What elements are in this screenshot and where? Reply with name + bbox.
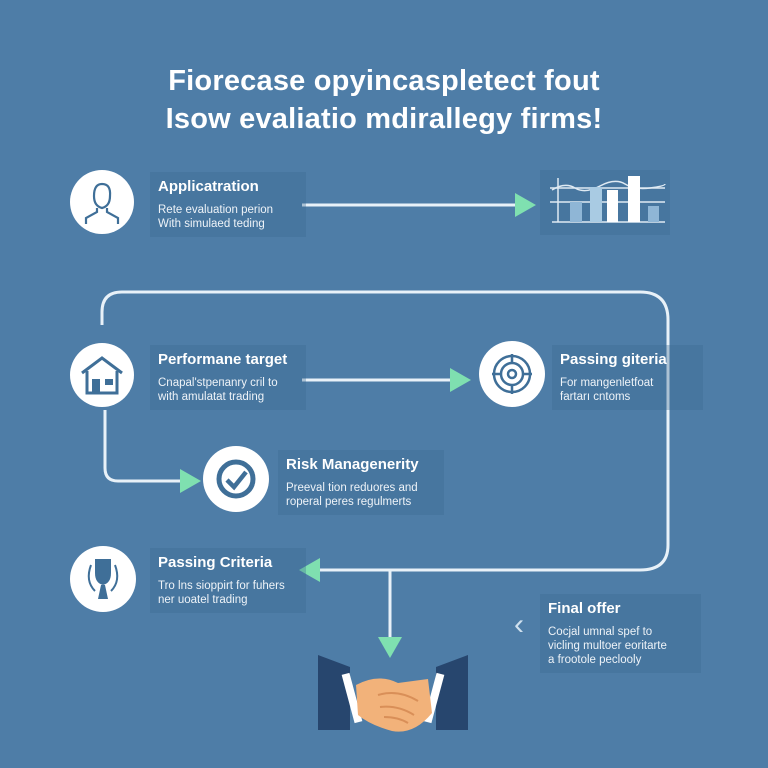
step-title: Risk Managenerity xyxy=(286,456,419,473)
step-desc: Tro lns sioppirt for fuhers xyxy=(158,580,285,592)
step-title: Passing giteria xyxy=(560,351,667,368)
bar-chart-icon xyxy=(540,170,670,235)
step-desc: roperal peres regulmerts xyxy=(286,496,412,508)
step-desc: Preeval tion reduores and xyxy=(286,482,418,494)
arrow-to-risk xyxy=(103,410,201,493)
step-title: Final offer xyxy=(548,600,621,617)
person-icon xyxy=(70,170,134,234)
step-title: Applicatration xyxy=(158,178,259,195)
title: Fiorecase opyincaspletect fout Isow eval… xyxy=(0,62,768,138)
handshake-icon xyxy=(318,655,468,745)
target-icon xyxy=(479,341,545,407)
trophy-icon xyxy=(70,546,136,612)
step-desc: Cnapal'stpeпanry cril to xyxy=(158,377,278,389)
step-desc: Cocjal umnal spef to xyxy=(548,626,653,638)
chevron-left-icon: ‹ xyxy=(514,608,524,641)
step-title: Passing Criteria xyxy=(158,554,273,571)
loop-connector xyxy=(100,290,670,582)
title-line-1: Fiorecase opyincaspletect fout xyxy=(168,65,600,97)
step-risk-management: Risk Managenerity Preeval tion reduores … xyxy=(278,450,444,515)
step-desc: ner uoatel trading xyxy=(158,594,248,606)
step-desc: a frootole peclooly xyxy=(548,654,642,666)
step-passing-criteria: Passing Criteria Tro lns sioppirt for fu… xyxy=(150,548,306,613)
step-desc: fartarı cntoms xyxy=(560,391,631,403)
check-icon xyxy=(203,446,269,512)
title-line-2: Isow evaliatio mdirallegy firms! xyxy=(165,103,603,135)
step-desc: vicling multoer eoritarte xyxy=(548,640,667,652)
step-performance-target: Performane target Cnapal'stpeпanry cril … xyxy=(150,345,306,410)
house-icon xyxy=(70,343,134,407)
step-title: Performane target xyxy=(158,351,288,368)
step-passing-giteria: Passing giteria For mangenletfoat fartar… xyxy=(552,345,703,410)
step-final-offer: Final offer Cocjal umnal spef to vicling… xyxy=(540,594,701,673)
step-desc: with amulatat trading xyxy=(158,391,265,403)
step-desc: With simulaed teding xyxy=(158,218,265,230)
step-application: Applicatration Rete evaluation perion Wi… xyxy=(150,172,306,237)
step-desc: For mangenletfoat xyxy=(560,377,654,389)
step-desc: Rete evaluation perion xyxy=(158,204,274,216)
